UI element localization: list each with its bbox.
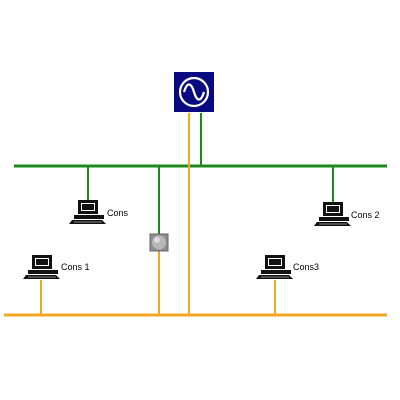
cons3-label: Cons3: [293, 262, 319, 272]
cons-label: Cons: [107, 208, 129, 218]
cons2-label: Cons 2: [351, 210, 380, 220]
computer-workstation-icon[interactable]: [255, 254, 294, 280]
computer-workstation-icon[interactable]: [68, 199, 107, 225]
power-sine-icon[interactable]: [174, 72, 214, 112]
computer-workstation-icon[interactable]: [22, 254, 61, 280]
sensor-node-icon[interactable]: [149, 233, 169, 252]
computer-workstation-icon[interactable]: [313, 201, 352, 227]
cons1-label: Cons 1: [61, 262, 90, 272]
